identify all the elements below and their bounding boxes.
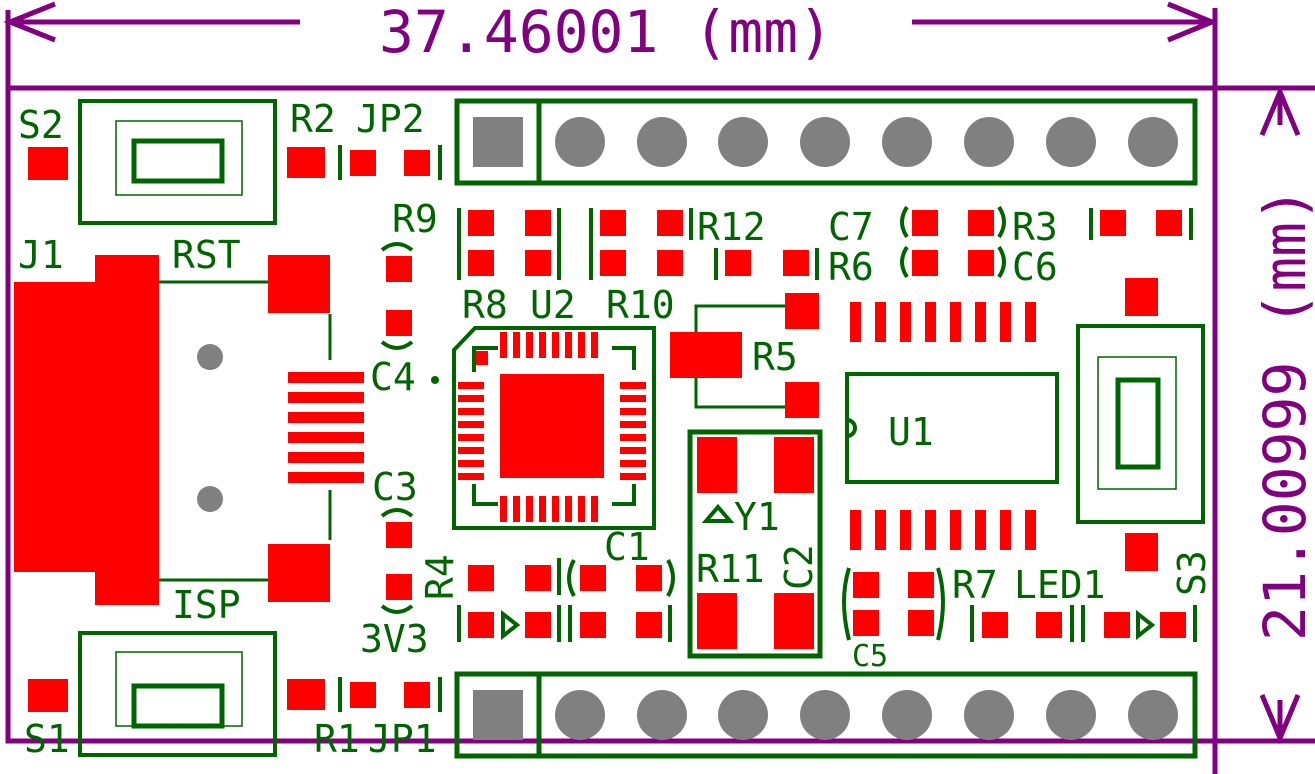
label-y1: Y1: [734, 495, 780, 539]
height-dimension-label: 21.00999 (mm): [1251, 187, 1315, 641]
label-c5: C5: [852, 639, 888, 674]
label-r9: R9: [392, 197, 438, 241]
label-3v3: 3V3: [360, 617, 429, 661]
resistor-r1: [287, 677, 442, 712]
label-c6: C6: [1012, 245, 1058, 289]
switch-s2: [28, 99, 277, 225]
label-r10: R10: [606, 283, 675, 327]
resistor-r2: [287, 145, 442, 180]
capacitor-c3: [380, 508, 414, 614]
resistor-array-top: [468, 210, 1182, 276]
usb-connector-j1: [14, 255, 364, 605]
width-dimension-label: 37.46001 (mm): [379, 0, 833, 66]
label-r4: R4: [418, 554, 462, 600]
label-s3: S3: [1170, 550, 1214, 596]
label-r11: R11: [696, 547, 765, 591]
ic-u1: [845, 302, 1059, 550]
label-r5: R5: [752, 335, 798, 379]
label-u1: U1: [888, 410, 934, 454]
label-c2: C2: [777, 544, 821, 590]
label-u2: U2: [530, 283, 576, 327]
crystal-y1: [687, 429, 823, 659]
label-r3: R3: [1012, 205, 1058, 249]
ic-u2: [452, 326, 656, 530]
label-isp: ISP: [172, 583, 241, 627]
label-led1: LED1: [1014, 563, 1106, 607]
label-r7: R7: [952, 563, 998, 607]
label-r8: R8: [462, 283, 508, 327]
label-r1: R1: [314, 717, 360, 761]
board-outline: [5, 85, 1218, 744]
switch-s1: [28, 631, 277, 757]
header-jp2: [454, 98, 1198, 186]
passives-bottom-right: [842, 567, 1197, 642]
label-s1: S1: [24, 717, 70, 761]
label-c7: C7: [828, 205, 874, 249]
passives-bottom-row: [457, 558, 675, 642]
label-c4: C4: [370, 355, 416, 399]
label-jp2: JP2: [356, 97, 425, 141]
header-jp1: [454, 671, 1198, 759]
label-r6: R6: [828, 245, 874, 289]
label-j1: J1: [18, 233, 64, 277]
label-s2: S2: [18, 103, 64, 147]
silkscreen-labels: S2 R2 JP2 R9 R12 C7 R3 R6 C6 J1 RST R8 U…: [18, 97, 1214, 761]
switch-s3: [1076, 278, 1205, 571]
label-r12: R12: [697, 205, 766, 249]
label-jp1: JP1: [368, 717, 437, 761]
silk-bars-top: [457, 205, 1193, 280]
capacitor-c4: [380, 242, 439, 384]
label-c3: C3: [372, 465, 418, 509]
label-rst: RST: [172, 233, 241, 277]
label-c1: C1: [604, 525, 650, 569]
label-r2: R2: [290, 97, 336, 141]
resistor-r5: [670, 293, 819, 418]
